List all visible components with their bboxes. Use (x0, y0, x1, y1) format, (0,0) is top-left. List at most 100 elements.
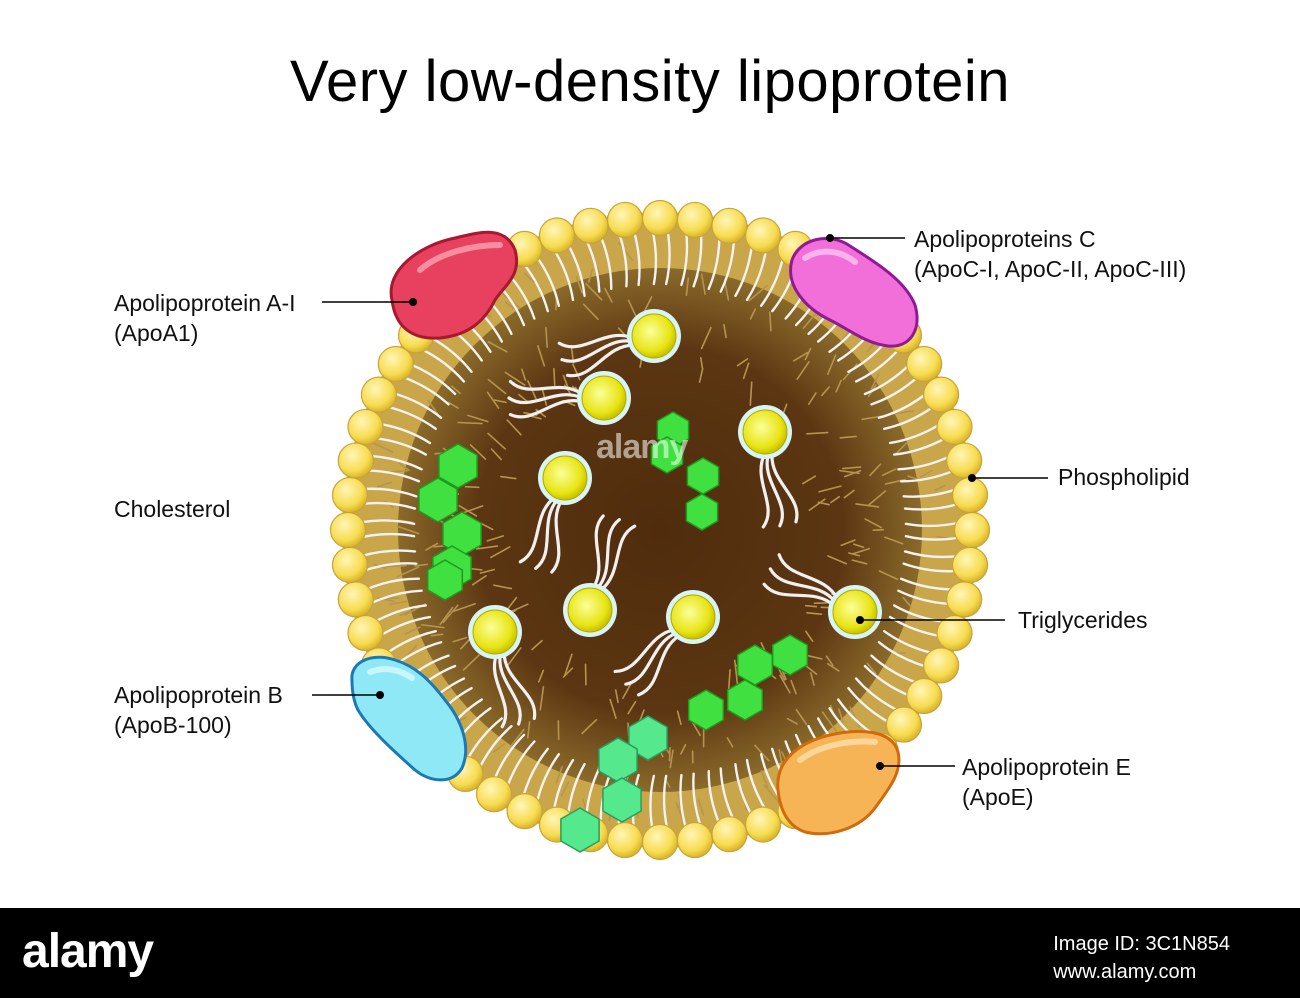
core-fiber (769, 311, 772, 332)
core-fiber (562, 374, 569, 388)
label-apoc-line2: (ApoC-I, ApoC-II, ApoC-III) (914, 256, 1187, 282)
phospholipid-head (953, 511, 991, 549)
phospholipid-tail (599, 234, 613, 291)
core-fiber (398, 462, 410, 472)
core-fiber (572, 363, 581, 381)
core-fiber (821, 711, 838, 733)
core-fiber (804, 604, 818, 608)
core-fiber (902, 596, 912, 608)
label-triglycerides: Triglycerides (1018, 605, 1148, 635)
core-fiber (895, 442, 908, 455)
core-fiber (893, 409, 915, 415)
triglyceride-tail (565, 343, 636, 378)
apoe-leader-dot (876, 762, 884, 770)
core-fiber (457, 421, 483, 425)
phospholipid-tail (870, 375, 920, 406)
core-fiber (531, 639, 543, 651)
core-fiber (469, 444, 487, 460)
triglyceride-tail (598, 524, 637, 593)
triglyceride-tail (762, 582, 836, 608)
core-fiber (527, 720, 531, 739)
core-fiber (870, 373, 880, 390)
core-fiber (839, 469, 860, 475)
core-fiber (493, 399, 507, 404)
triglyceride-head (581, 375, 627, 421)
core-fiber (806, 431, 829, 435)
core-fiber (749, 308, 757, 320)
core-fiber (487, 378, 507, 395)
cholesterol-ring (602, 777, 642, 823)
core-fiber (934, 484, 946, 491)
triglycerides-leader-dot (856, 616, 864, 624)
cholesterol-ring (418, 477, 458, 523)
phospholipid-tail (552, 758, 575, 812)
phospholipid-head (946, 442, 983, 479)
core-fiber (442, 604, 459, 624)
core-fiber (509, 728, 525, 748)
label-phospholipid-line1: Phospholipid (1058, 464, 1190, 490)
phospholipid-tail (368, 454, 423, 471)
core-fiber (826, 662, 840, 672)
core-fiber (471, 575, 487, 586)
phospholipid-tail (897, 589, 952, 606)
triglyceride-tail (777, 553, 840, 601)
phospholipid-head (538, 217, 576, 254)
core-fiber (779, 674, 791, 694)
core-fiber (506, 419, 522, 436)
core-fiber (808, 498, 826, 511)
core-fiber (866, 662, 877, 675)
core-fiber (763, 784, 780, 803)
core-fiber (420, 623, 445, 629)
phospholipid-tail (847, 686, 891, 725)
triglyceride-tail (636, 633, 682, 697)
core-fiber (618, 242, 634, 262)
core-fiber (786, 717, 798, 725)
triglyceride-head (670, 594, 716, 640)
triglyceride-tail (492, 652, 508, 729)
core-fiber (827, 555, 848, 565)
core-fiber (838, 708, 844, 723)
triglyceride-tail (557, 333, 634, 349)
core-fiber (563, 653, 573, 677)
core-fiber (388, 469, 408, 473)
watermark-text: alamy (596, 428, 688, 466)
core-fiber (372, 442, 394, 453)
core-fiber (492, 743, 506, 753)
cholesterol-ring (628, 715, 668, 761)
core-fiber (700, 356, 704, 369)
core-fiber (504, 301, 517, 311)
triglyceride-head (631, 313, 677, 359)
core-fiber (676, 710, 682, 726)
phospholipid-head (923, 647, 960, 684)
phospholipid-head (329, 511, 367, 549)
triglyceride-tail (591, 514, 605, 590)
core-fiber (748, 284, 768, 302)
core-fiber (486, 391, 500, 409)
phospholipid-tail (902, 562, 959, 573)
triglyceride-tail (502, 650, 537, 721)
phospholipid-tail (734, 762, 754, 817)
apoc-leader-dot (826, 234, 834, 242)
leader-lines (312, 237, 1048, 767)
label-apoe-line2: (ApoE) (962, 784, 1034, 810)
triglyceride-tail (768, 567, 837, 604)
phospholipid-tail (903, 502, 961, 511)
phospholipid-tail (854, 347, 901, 383)
core-fiber (451, 385, 462, 395)
core-fiber (475, 545, 499, 550)
cholesterol-ring (438, 443, 478, 489)
triglyceride-tail (613, 628, 677, 674)
core-fiber (749, 381, 753, 406)
footer-image-info: Image ID: 3C1N854 www.alamy.com (1053, 930, 1230, 986)
label-apoc-line1: Apolipoproteins C (914, 226, 1096, 252)
core-fiber (376, 481, 393, 488)
core-fiber (539, 686, 545, 711)
core-fiber (742, 362, 750, 380)
core-fiber (487, 432, 506, 450)
apob-leader-dot (376, 691, 384, 699)
core-fiber (698, 367, 704, 383)
phospholipid-head (606, 821, 644, 859)
core-fiber (458, 504, 478, 517)
label-apoe-line1: Apolipoprotein E (962, 754, 1131, 780)
phospholipid-tail (364, 577, 421, 591)
